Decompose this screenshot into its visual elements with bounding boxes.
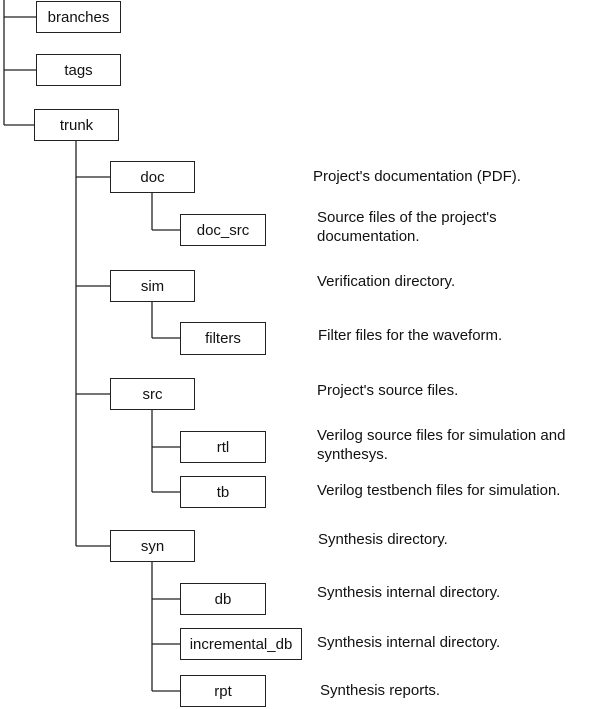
node-label: sim xyxy=(140,277,165,295)
description-text-line-1: Source files of the project's xyxy=(317,209,497,226)
node-label: rpt xyxy=(214,682,232,700)
node-label: trunk xyxy=(59,116,94,134)
description-sim: Verification directory. xyxy=(317,272,455,291)
description-rpt: Synthesis reports. xyxy=(320,681,440,700)
description-text-line-2: documentation. xyxy=(317,228,420,245)
description-text-line-2: synthesys. xyxy=(317,446,388,463)
description-text: Verilog testbench files for simulation. xyxy=(317,482,561,499)
node-doc: doc xyxy=(110,161,195,193)
description-text: Verification directory. xyxy=(317,273,456,290)
description-text: Synthesis directory. xyxy=(318,531,448,548)
description-rtl: Verilog source files for simulation and … xyxy=(317,426,565,464)
node-syn: syn xyxy=(110,530,195,562)
description-text: Synthesis internal directory. xyxy=(317,634,501,651)
node-label: incremental_db xyxy=(189,635,293,653)
node-label: filters xyxy=(205,330,241,347)
description-db: Synthesis internal directory. xyxy=(317,583,500,602)
node-doc_src: doc_src xyxy=(180,214,266,246)
description-text: Synthesis reports. xyxy=(320,682,441,699)
node-tb: tb xyxy=(180,476,266,508)
node-branches: branches xyxy=(36,1,121,33)
node-tags: tags xyxy=(36,54,121,86)
description-text: Project's documentation (PDF). xyxy=(313,168,521,185)
node-label: doc xyxy=(140,168,165,186)
node-db: db xyxy=(180,583,266,615)
node-src: src xyxy=(110,378,195,410)
description-src: Project's source files. xyxy=(317,381,458,400)
node-rtl: rtl xyxy=(180,431,266,463)
description-tb: Verilog testbench files for simulation. xyxy=(317,481,560,500)
description-filters: Filter files for the waveform. xyxy=(318,326,502,345)
description-text-line-1: Verilog source files for simulation and xyxy=(317,427,566,444)
node-label: syn xyxy=(140,537,165,555)
description-incremental_db: Synthesis internal directory. xyxy=(317,633,500,652)
node-sim: sim xyxy=(110,270,195,302)
node-label: rtl xyxy=(216,438,230,456)
node-rpt: rpt xyxy=(180,675,266,707)
node-trunk: trunk xyxy=(34,109,119,141)
node-label: branches xyxy=(47,8,110,26)
description-doc: Project's documentation (PDF). xyxy=(313,167,521,186)
node-filters: filters xyxy=(180,322,266,355)
description-syn: Synthesis directory. xyxy=(318,530,448,549)
description-text: Project's source files. xyxy=(317,382,459,399)
node-label: tb xyxy=(216,483,230,501)
node-label: db xyxy=(214,590,232,608)
node-incremental_db: incremental_db xyxy=(180,628,302,660)
description-text: Synthesis internal directory. xyxy=(317,584,501,601)
node-label: tags xyxy=(64,61,93,79)
node-label: src xyxy=(142,385,163,403)
description-doc_src: Source files of the project's documentat… xyxy=(317,208,497,246)
node-label: doc_src xyxy=(196,221,250,239)
description-text: Filter files for the waveform. xyxy=(318,327,503,344)
